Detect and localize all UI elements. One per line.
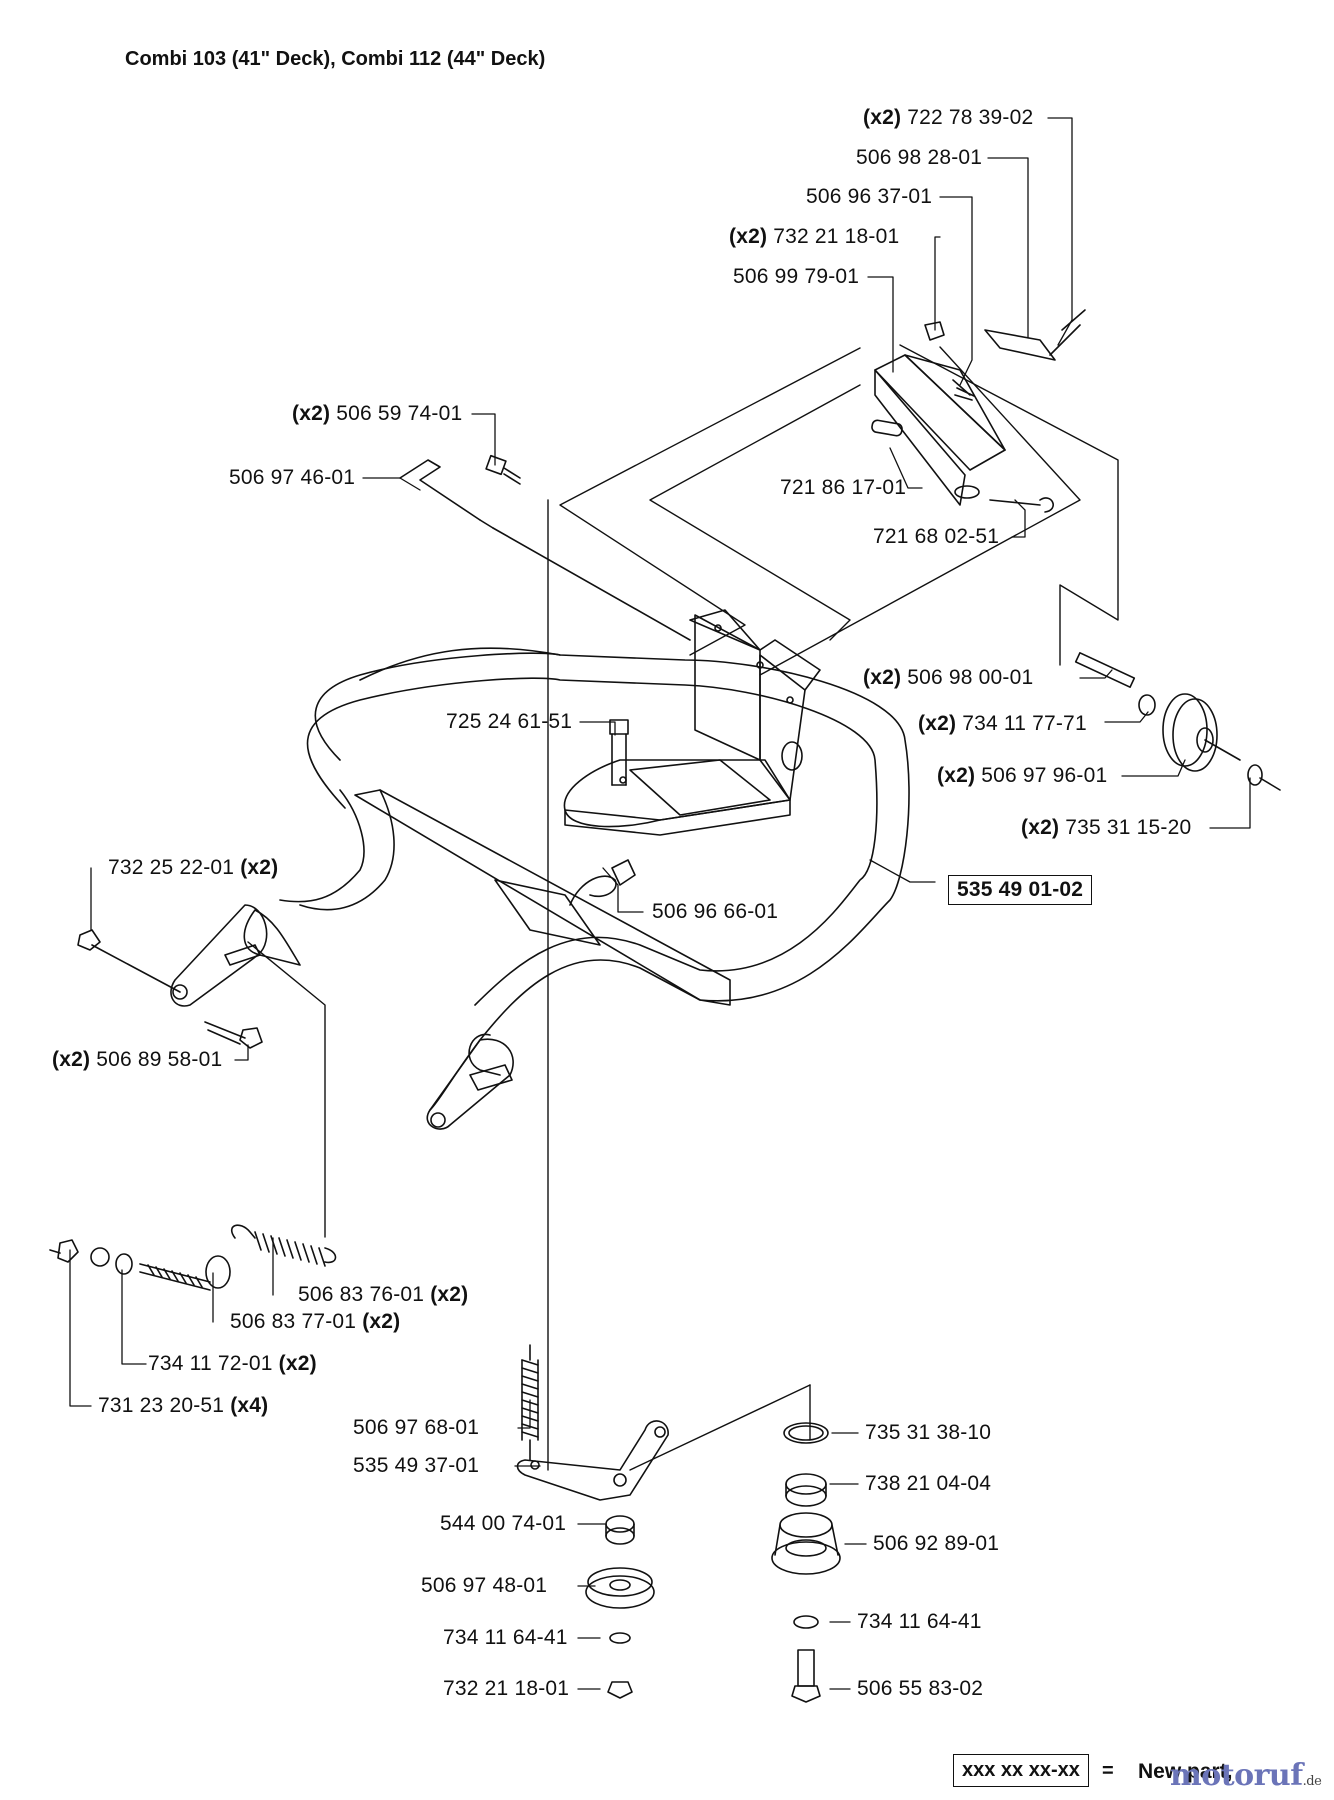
- top-bracket: [871, 354, 1054, 513]
- rod: [399, 459, 691, 641]
- part-label: (x2) 732 21 18-01: [729, 225, 900, 248]
- part-label: 735 31 38-10: [865, 1421, 992, 1444]
- vertical-spring: [521, 1344, 539, 1461]
- idler-arm: [516, 1420, 669, 1501]
- hairpin-clip: [569, 859, 636, 906]
- part-label: 506 55 83-02: [857, 1677, 984, 1700]
- part-label: 734 11 64-41: [857, 1610, 982, 1633]
- top-small-parts: [924, 309, 1086, 401]
- part-label: (x2) 506 59 74-01: [292, 402, 463, 425]
- part-label: 506 83 76-01 (x2): [298, 1283, 469, 1306]
- part-label: (x2) 722 78 39-02: [863, 106, 1034, 129]
- part-label: 506 98 28-01: [856, 146, 983, 169]
- part-label: 731 23 20-51 (x4): [98, 1394, 269, 1417]
- part-label: 732 21 18-01: [443, 1677, 570, 1700]
- part-label: 721 68 02-51: [873, 525, 1000, 548]
- part-label: (x2) 506 97 96-01: [937, 764, 1108, 787]
- part-label: 725 24 61-51: [446, 710, 573, 733]
- assembly-part-number: 535 49 01-02: [948, 875, 1093, 905]
- watermark-logo: motoruf.de: [1170, 1758, 1322, 1793]
- wheel-assembly: [1074, 651, 1281, 791]
- part-label: 506 99 79-01: [733, 265, 860, 288]
- main-frame: [279, 647, 910, 1111]
- vertical-bolt: [609, 719, 629, 786]
- spring-assembly: [49, 1224, 337, 1291]
- part-label: 734 11 64-41: [443, 1626, 568, 1649]
- part-label: 721 86 17-01: [780, 476, 907, 499]
- reference-outline: [247, 344, 1119, 1471]
- right-pulley-stack: [771, 1422, 841, 1703]
- part-label: 535 49 37-01: [353, 1454, 480, 1477]
- left-arms: [170, 904, 514, 1130]
- legend-text: New part,: [1138, 1760, 1233, 1783]
- leader-lines: [69, 117, 1251, 1690]
- part-label: 734 11 72-01 (x2): [148, 1352, 317, 1375]
- left-fasteners: [77, 929, 263, 1049]
- part-label: 506 97 48-01: [421, 1574, 548, 1597]
- part-label: (x2) 735 31 15-20: [1021, 816, 1192, 839]
- part-label: 506 92 89-01: [873, 1532, 1000, 1555]
- legend-equals: =: [1102, 1760, 1114, 1782]
- legend-new-part-box: xxx xx xx-xx: [953, 1754, 1089, 1787]
- part-label: 506 97 46-01: [229, 466, 356, 489]
- part-label: (x2) 506 98 00-01: [863, 666, 1034, 689]
- part-label: (x2) 734 11 77-71: [918, 712, 1087, 735]
- part-label: 506 83 77-01 (x2): [230, 1310, 401, 1333]
- left-pulley-stack: [585, 1515, 655, 1699]
- part-label: 506 96 37-01: [806, 185, 933, 208]
- bolt-top: [485, 454, 521, 485]
- part-label: 506 96 66-01: [652, 900, 779, 923]
- diagram-title: Combi 103 (41" Deck), Combi 112 (44" Dec…: [125, 48, 546, 70]
- part-label: (x2) 506 89 58-01: [52, 1048, 223, 1071]
- part-label: 506 97 68-01: [353, 1416, 480, 1439]
- center-bracket: [563, 609, 821, 836]
- part-label: 544 00 74-01: [440, 1512, 567, 1535]
- part-label: 738 21 04-04: [865, 1472, 992, 1495]
- part-label: 732 25 22-01 (x2): [108, 856, 279, 879]
